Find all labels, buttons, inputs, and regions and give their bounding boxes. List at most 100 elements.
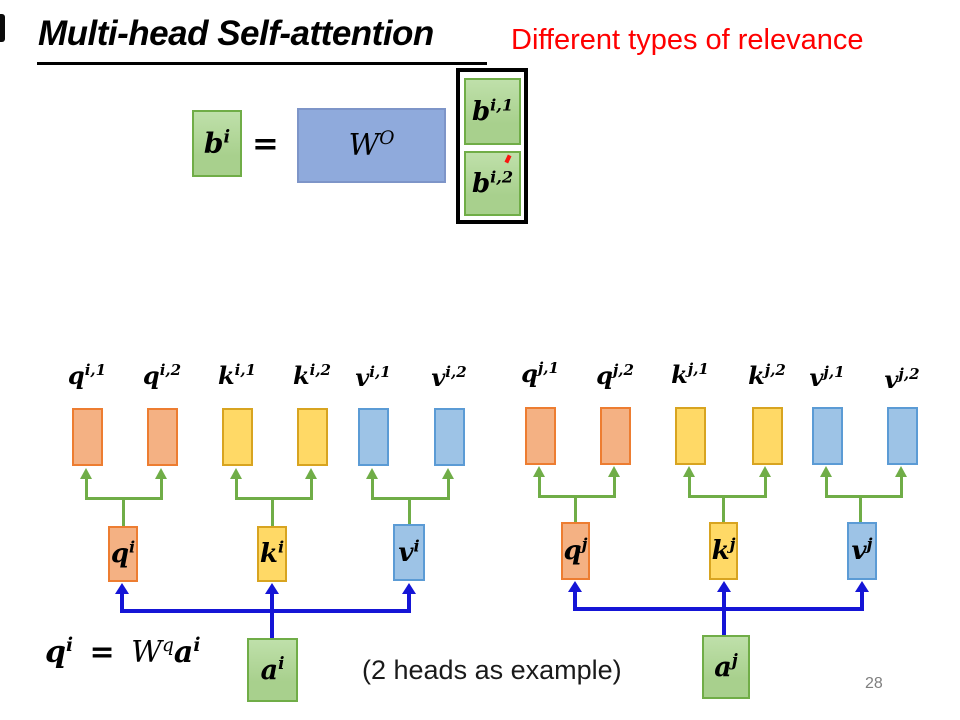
arrow-up-blue-icon xyxy=(115,583,129,594)
arrow-up-green-icon xyxy=(230,468,242,479)
arrow-up-blue-icon xyxy=(265,583,279,594)
head-box-v-i1 xyxy=(358,408,389,466)
arrow-up-blue-icon xyxy=(717,581,731,592)
head-label-v-i1: vi,1 xyxy=(355,363,391,392)
input-stem-vj xyxy=(860,592,864,609)
fork-vi-center-stem xyxy=(408,498,411,524)
arrow-up-green-icon xyxy=(759,466,771,477)
fork-vj-stem-right xyxy=(900,477,903,498)
subtitle: Different types of relevance xyxy=(511,24,864,56)
arrow-up-green-icon xyxy=(366,468,378,479)
fork-kj-center-stem xyxy=(722,496,725,522)
head-label-k-j2: kj,2 xyxy=(748,361,786,390)
fork-qj-stem-left xyxy=(538,477,541,498)
fork-qj-center-stem xyxy=(574,496,577,522)
head-box-k-j2 xyxy=(752,407,783,465)
v-i-label: vi xyxy=(398,535,420,568)
input-hline-left xyxy=(120,609,411,613)
head-box-q-i1 xyxy=(72,408,103,466)
b-i1-box: bi,1 xyxy=(464,78,521,145)
k-j-label: kj xyxy=(711,534,736,566)
fork-vi-stem-right xyxy=(447,479,450,500)
edge-artifact xyxy=(0,14,5,42)
k-i-box: ki xyxy=(257,526,287,582)
head-label-v-j1: vj,1 xyxy=(809,363,845,392)
head-label-q-j1: qj,1 xyxy=(521,359,559,388)
fork-qi-stem-right xyxy=(160,479,163,500)
b-i2-label: bi,2 xyxy=(471,166,514,199)
arrow-up-green-icon xyxy=(442,468,454,479)
k-j-box: kj xyxy=(709,522,738,580)
caption: (2 heads as example) xyxy=(362,655,622,685)
fork-kj-hline xyxy=(688,495,767,498)
arrow-up-blue-icon xyxy=(568,581,582,592)
fork-qj-hline xyxy=(538,495,616,498)
q-i-label: qi xyxy=(110,537,136,569)
arrow-up-blue-icon xyxy=(855,581,869,592)
input-stem-vi xyxy=(407,594,411,611)
page-number: 28 xyxy=(865,675,883,692)
equals-sign-bottom: = xyxy=(89,635,115,670)
head-box-k-i2 xyxy=(297,408,328,466)
head-label-k-i2: ki,2 xyxy=(293,361,331,390)
b-i1-label: bi,1 xyxy=(471,94,514,127)
head-label-v-i2: vi,2 xyxy=(431,363,467,392)
arrow-up-green-icon xyxy=(533,466,545,477)
head-box-q-i2 xyxy=(147,408,178,466)
head-label-k-j1: kj,1 xyxy=(671,360,709,389)
a-i-label: ai xyxy=(260,652,285,686)
q-i-box: qi xyxy=(108,526,138,582)
input-stem-qi xyxy=(120,594,124,611)
q-term: qi xyxy=(45,635,74,670)
arrow-up-green-icon xyxy=(895,466,907,477)
fork-kj-stem-left xyxy=(688,477,691,498)
w-o-label: WO xyxy=(348,127,395,163)
v-j-box: vj xyxy=(847,522,877,580)
head-box-q-j1 xyxy=(525,407,556,465)
a-i-box: ai xyxy=(247,638,298,702)
fork-ki-center-stem xyxy=(271,498,274,526)
head-box-k-j1 xyxy=(675,407,706,465)
b-i-box: bi xyxy=(192,110,242,177)
w-o-matrix-box: WO xyxy=(297,108,446,183)
arrow-up-green-icon xyxy=(80,468,92,479)
head-box-k-i1 xyxy=(222,408,253,466)
fork-vj-center-stem xyxy=(859,496,862,522)
arrow-up-green-icon xyxy=(608,466,620,477)
input-stem-kj xyxy=(722,592,726,635)
arrow-up-green-icon xyxy=(305,468,317,479)
a-j-label: aj xyxy=(714,649,738,683)
fork-qi-center-stem xyxy=(122,498,125,526)
q-j-box: qj xyxy=(561,522,590,580)
fork-qi-stem-left xyxy=(85,479,88,500)
bottom-equation: qi = Wqai xyxy=(45,635,201,670)
head-box-v-j1 xyxy=(812,407,843,465)
head-label-q-i2: qi,2 xyxy=(142,361,182,390)
fork-ki-stem-right xyxy=(310,479,313,500)
title-underline xyxy=(37,62,487,65)
page-title: Multi-head Self-attention xyxy=(38,14,434,53)
head-label-q-i1: qi,1 xyxy=(67,361,107,390)
b-i2-box: bi,2 xyxy=(464,151,521,216)
a-j-box: aj xyxy=(702,635,750,699)
input-hline-right xyxy=(573,607,864,611)
head-box-v-j2 xyxy=(887,407,918,465)
arrow-up-blue-icon xyxy=(402,583,416,594)
fork-vi-stem-left xyxy=(371,479,374,500)
fork-ki-hline xyxy=(235,497,313,500)
a-term: ai xyxy=(173,635,201,670)
fork-vj-stem-left xyxy=(825,477,828,498)
arrow-up-green-icon xyxy=(820,466,832,477)
input-stem-ki xyxy=(270,594,274,638)
concat-frame: bi,1 bi,2 xyxy=(456,68,528,224)
input-stem-qj xyxy=(573,592,577,609)
v-j-label: vj xyxy=(851,534,873,566)
b-i-label: bi xyxy=(203,126,231,160)
head-box-q-j2 xyxy=(600,407,631,465)
q-j-label: qj xyxy=(563,534,588,566)
head-label-v-j2: vj,2 xyxy=(884,365,920,394)
v-i-box: vi xyxy=(393,524,425,581)
w-q-term: Wq xyxy=(131,635,174,670)
fork-qj-stem-right xyxy=(613,477,616,498)
arrow-up-green-icon xyxy=(683,466,695,477)
